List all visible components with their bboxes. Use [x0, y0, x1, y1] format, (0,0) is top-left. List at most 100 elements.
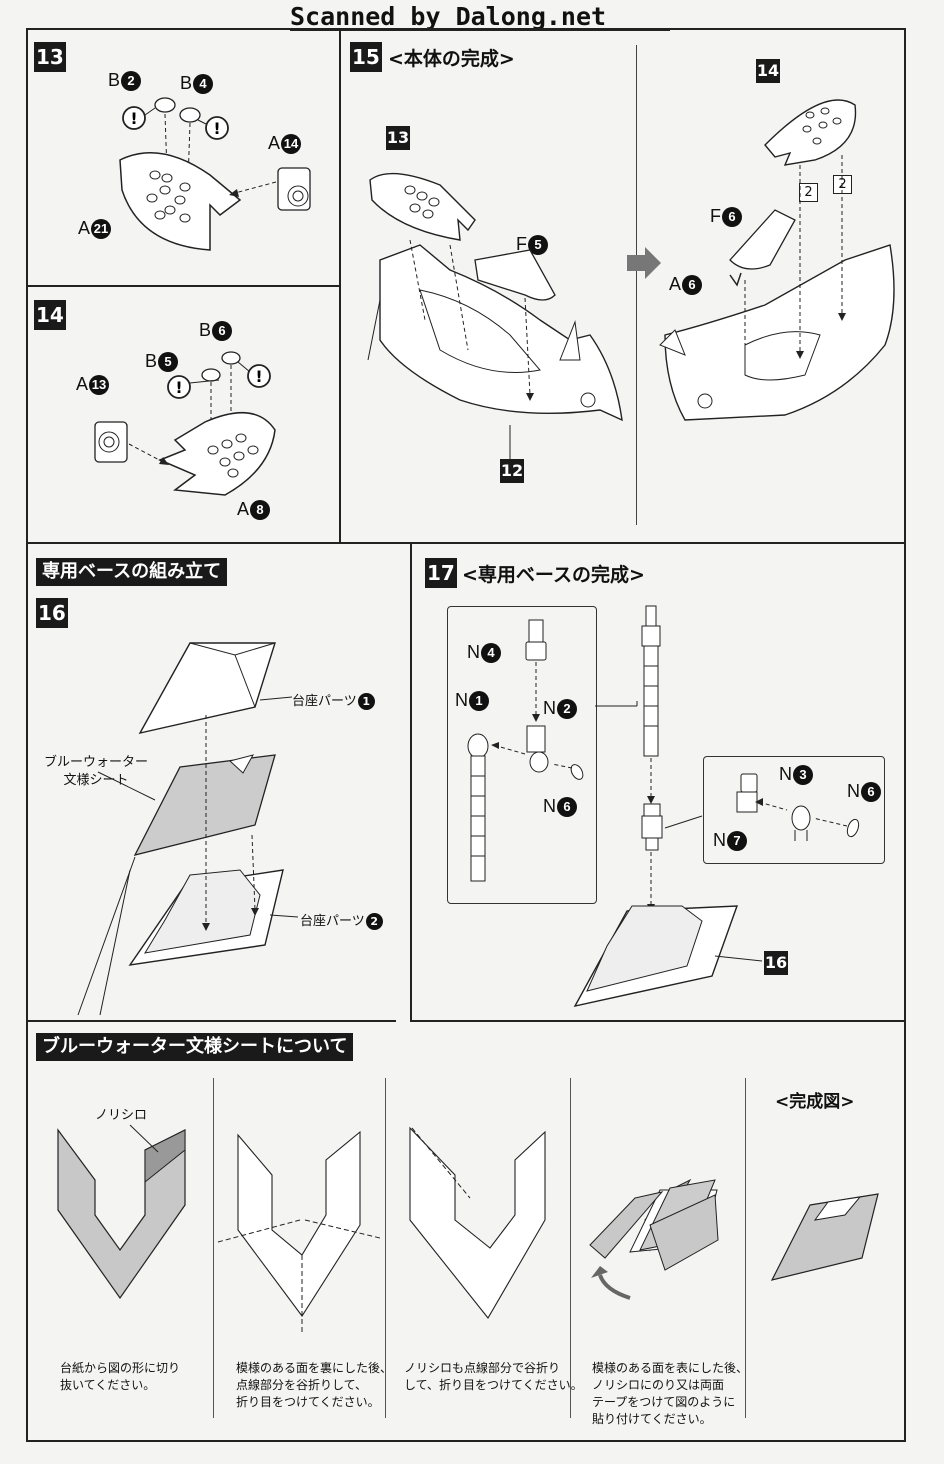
part-n7-number: 7 — [727, 831, 747, 852]
divider-16-bottom — [26, 1020, 396, 1022]
divider-16-17 — [410, 542, 412, 1022]
sheet-caption-2-line2: 点線部分を谷折りして、 — [236, 1378, 368, 1392]
sheet-divider-1 — [213, 1078, 214, 1418]
sheet-label: ブルーウォーター 文様シート — [36, 754, 156, 790]
sheet-caption-2-line1: 模様のある面を裏にした後、 — [236, 1361, 393, 1375]
step-17-diagram — [467, 605, 860, 1008]
warning-icon: ! — [130, 109, 137, 128]
warning-icon: ! — [213, 119, 220, 138]
step-17-number: 17 — [425, 558, 457, 588]
part-b2-number: 2 — [121, 71, 142, 92]
part-b4-letter: B — [180, 73, 193, 93]
part-f6-letter: F — [710, 206, 721, 226]
part-a6-number: 6 — [682, 275, 703, 296]
base-part-1-text: 台座パーツ — [292, 694, 357, 709]
sheet-divider-4 — [745, 1078, 746, 1418]
sheet-caption-3-line1: ノリシロも点線部分で谷折り — [404, 1361, 561, 1375]
arrow-right-icon — [627, 247, 661, 279]
sheet-caption-1: 台紙から図の形に切り 抜いてください。 — [60, 1360, 180, 1394]
part-n4-number: 4 — [481, 643, 501, 664]
step-14-number: 14 — [34, 300, 66, 330]
part-b5-letter: B — [145, 351, 158, 371]
part-a13-letter: A — [76, 374, 89, 394]
part-n3-letter: N — [779, 764, 792, 784]
divider-13-14 — [26, 285, 340, 287]
sheet-divider-2 — [385, 1078, 386, 1418]
sheet-caption-1-line1: 台紙から図の形に切り — [60, 1361, 181, 1375]
ref-part-12: 12 — [500, 459, 524, 483]
step-13-diagram: ! ! — [119, 97, 311, 251]
sheet-caption-4-line1: 模様のある面を表にした後、 — [592, 1361, 749, 1375]
tab-label: ノリシロ — [95, 1108, 148, 1123]
watermark-underline — [290, 29, 670, 31]
sheet-divider-3 — [570, 1078, 571, 1418]
sheet-caption-1-line2: 抜いてください。 — [60, 1378, 156, 1392]
divider-15-arrow — [636, 45, 637, 525]
sheet-caption-4-line2: ノリシロにのり又は両面 — [592, 1378, 725, 1392]
sheet-label-line2: 文様シート — [63, 773, 129, 788]
seq-2-right-a: 2 — [799, 183, 818, 202]
part-n4-letter: N — [467, 642, 480, 662]
sheet-caption-3: ノリシロも点線部分で谷折り して、折り目をつけてください。 — [404, 1360, 583, 1394]
base-part-1-number: 1 — [357, 693, 375, 710]
part-n1-number: 1 — [469, 691, 489, 712]
part-b5-number: 5 — [158, 352, 179, 373]
step-15-title: <本体の完成> — [388, 48, 515, 70]
part-a14-letter: A — [268, 133, 281, 153]
base-part-2-text: 台座パーツ — [300, 914, 365, 929]
base-part-2-number: 2 — [365, 913, 383, 930]
banner-base-assembly: 専用ベースの組み立て — [36, 558, 228, 586]
divider-left-top — [339, 28, 341, 543]
completed-figure-title: <完成図> — [775, 1092, 855, 1112]
part-f5-number: 5 — [528, 235, 548, 256]
ref-part-16: 16 — [764, 951, 788, 975]
part-n6b-number: 6 — [861, 782, 881, 803]
part-a6-letter: A — [669, 274, 682, 294]
divider-top-section — [26, 542, 906, 544]
part-b6-number: 6 — [212, 321, 233, 342]
part-a21-letter: A — [78, 218, 91, 238]
page-frame — [26, 28, 906, 1442]
warning-icon: ! — [255, 367, 262, 386]
sheet-caption-2: 模様のある面を裏にした後、 点線部分を谷折りして、 折り目をつけてください。 — [236, 1360, 392, 1411]
watermark-text: Scanned by Dalong.net — [290, 2, 607, 31]
part-f5-letter: F — [516, 234, 527, 254]
sheet-caption-4-line4: 貼り付けてください。 — [592, 1412, 712, 1426]
part-n2-number: 2 — [557, 699, 577, 720]
divider-17-bottom — [410, 1020, 906, 1022]
part-a21-number: 21 — [91, 219, 112, 240]
ref-part-13: 13 — [386, 126, 410, 150]
step-14-diagram: ! ! — [94, 351, 276, 496]
sheet-caption-3-line2: して、折り目をつけてください。 — [404, 1378, 583, 1392]
warning-icon: ! — [175, 378, 182, 397]
detail-box-right — [703, 756, 885, 864]
part-b2-letter: B — [108, 70, 121, 90]
part-n7-letter: N — [713, 830, 726, 850]
part-n6a-letter: N — [543, 796, 556, 816]
sheet-caption-4: 模様のある面を表にした後、 ノリシロにのり又は両面 テープをつけて図のように 貼… — [592, 1360, 748, 1428]
sheet-caption-4-line3: テープをつけて図のように — [592, 1395, 736, 1409]
ref-part-14: 14 — [756, 59, 780, 83]
part-n2-letter: N — [543, 698, 556, 718]
part-b4-number: 4 — [193, 74, 214, 95]
step-15-left-diagram — [367, 172, 623, 460]
part-a13-number: 13 — [89, 375, 110, 396]
step-16-diagram — [77, 642, 299, 1016]
